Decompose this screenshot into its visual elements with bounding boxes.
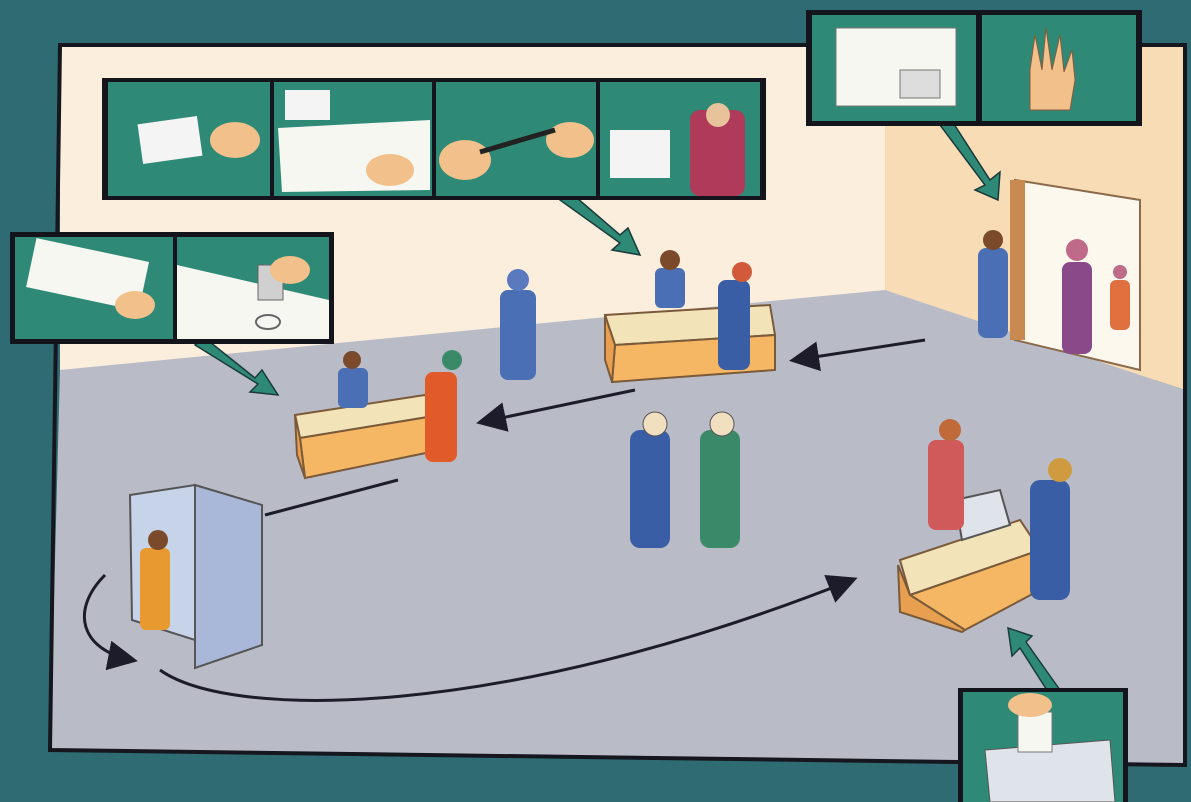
person-entering-woman — [1062, 239, 1092, 354]
person-observer-3 — [700, 411, 740, 548]
arrow-registration-to-ballot-desk — [476, 388, 636, 432]
panel-group-ballot-box — [958, 688, 1128, 802]
arrow-booth-to-ballot-box — [159, 574, 858, 702]
panel-group-registration — [102, 78, 766, 200]
panel-group-ballot-issue — [10, 232, 334, 344]
arrow-ballot-desk-to-booth — [264, 478, 399, 517]
voting-booth — [128, 483, 263, 670]
person-door-guard — [978, 230, 1008, 338]
callout-arrows — [193, 116, 1061, 700]
person-registration-clerk — [655, 250, 685, 308]
person-voter-receiving-ballot — [425, 350, 462, 462]
person-ballot-clerk — [338, 351, 368, 408]
panel-group-entry-check — [806, 10, 1142, 126]
ballot-box-desk — [897, 488, 1042, 634]
person-registering-voter — [718, 262, 752, 370]
callout-arrow-entry — [938, 116, 1001, 202]
flow-arrows — [82, 338, 926, 702]
person-observer-1 — [500, 269, 536, 380]
person-entering-girl — [1110, 265, 1130, 330]
person-ballot-box-clerk — [928, 419, 964, 530]
arrow-into-booth — [82, 573, 138, 671]
person-observer-2 — [630, 411, 670, 548]
people — [338, 230, 1130, 600]
callout-arrow-ballot-issue — [193, 337, 280, 396]
arrow-door-to-registration — [789, 338, 926, 372]
person-voter-casting — [1030, 458, 1072, 600]
